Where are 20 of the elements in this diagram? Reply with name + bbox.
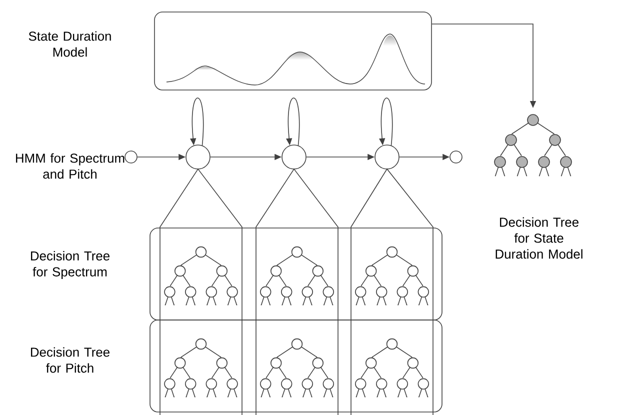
row-label: State Duration Model [28, 31, 111, 57]
state-circle [124, 150, 138, 164]
state-circle [450, 150, 462, 164]
tree-column-drawing [256, 168, 338, 415]
state-circle [282, 144, 306, 170]
row-label: Decision Tree for Pitch [31, 347, 110, 373]
self-loop-arrow [286, 98, 300, 146]
row-label: HMM for Spectrum and Pitch [16, 153, 124, 179]
state-circle [374, 144, 400, 170]
tree-column-drawing [350, 168, 434, 415]
node-label: Decision Tree for State Duration Model [496, 217, 582, 259]
tree-column-drawing [160, 168, 242, 415]
duration-model-box [154, 12, 432, 90]
self-loop-arrow [379, 98, 393, 146]
state-circle [186, 144, 210, 170]
self-loop-arrow [190, 98, 204, 146]
row-band [150, 228, 442, 320]
row-label: Decision Tree for Spectrum [31, 251, 110, 279]
row-band [150, 320, 442, 412]
decision-tree-drawing: Decision Tree for State Duration Model [494, 114, 582, 259]
